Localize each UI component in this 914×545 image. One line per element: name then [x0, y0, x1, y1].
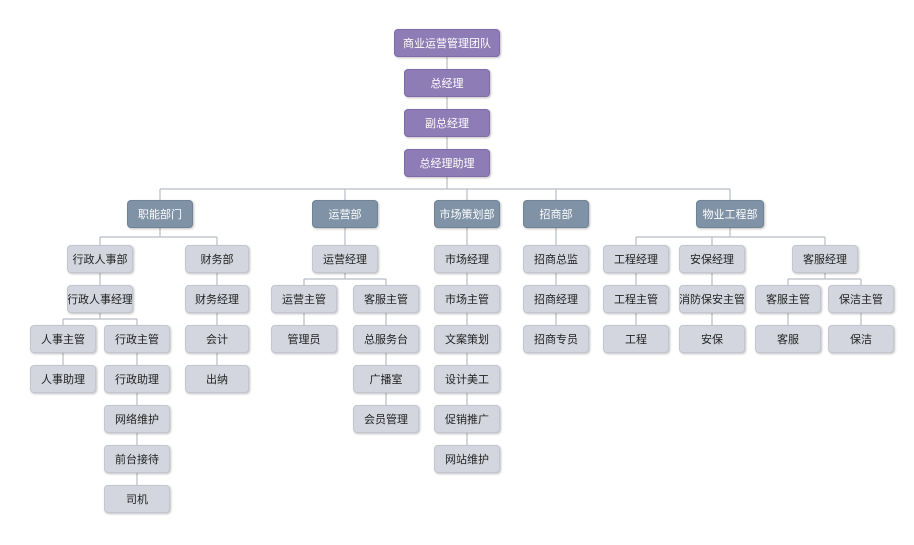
network-maintenance-node: 网络维护	[104, 405, 170, 433]
general-manager-node: 总经理	[404, 69, 490, 97]
ops-cs-supervisor-node: 客服主管	[353, 285, 419, 313]
finance-manager-node: 财务经理	[185, 285, 249, 313]
hr-assistant-node: 人事助理	[30, 365, 96, 393]
team-node: 商业运营管理团队	[394, 29, 500, 57]
engineering-manager-node: 工程经理	[603, 245, 669, 273]
member-management-node: 会员管理	[353, 405, 419, 433]
hr-supervisor-node: 人事主管	[30, 325, 96, 353]
security-node: 安保	[679, 325, 745, 353]
dept-leasing-node: 招商部	[523, 200, 589, 228]
leasing-manager-node: 招商经理	[523, 285, 589, 313]
ops-supervisor-node: 运营主管	[271, 285, 337, 313]
admin-supervisor-node: 行政主管	[104, 325, 170, 353]
dept-property-node: 物业工程部	[696, 200, 764, 228]
reception-node: 前台接待	[104, 445, 170, 473]
dept-operations-node: 运营部	[312, 200, 378, 228]
marketing-supervisor-node: 市场主管	[434, 285, 500, 313]
admin-assistant-node: 行政助理	[104, 365, 170, 393]
administrator-node: 管理员	[271, 325, 337, 353]
customer-service-node: 客服	[755, 325, 821, 353]
cleaning-supervisor-node: 保洁主管	[828, 285, 894, 313]
engineering-node: 工程	[603, 325, 669, 353]
copywriting-node: 文案策划	[434, 325, 500, 353]
security-manager-node: 安保经理	[679, 245, 745, 273]
broadcast-room-node: 广播室	[353, 365, 419, 393]
property-cs-supervisor-node: 客服主管	[755, 285, 821, 313]
gm-assistant-node: 总经理助理	[404, 149, 490, 177]
leasing-director-node: 招商总监	[523, 245, 589, 273]
cs-manager-node: 客服经理	[792, 245, 858, 273]
driver-node: 司机	[104, 485, 170, 513]
fire-security-supervisor-node: 消防保安主管	[679, 285, 745, 313]
marketing-manager-node: 市场经理	[434, 245, 500, 273]
finance-dept-node: 财务部	[185, 245, 249, 273]
dept-marketing-node: 市场策划部	[434, 200, 500, 228]
cleaning-node: 保洁	[828, 325, 894, 353]
cashier-node: 出纳	[185, 365, 249, 393]
hr-dept-node: 行政人事部	[67, 245, 133, 273]
design-node: 设计美工	[434, 365, 500, 393]
ops-manager-node: 运营经理	[312, 245, 378, 273]
promotion-node: 促销推广	[434, 405, 500, 433]
accountant-node: 会计	[185, 325, 249, 353]
service-desk-node: 总服务台	[353, 325, 419, 353]
deputy-general-manager-node: 副总经理	[404, 109, 490, 137]
hr-manager-node: 行政人事经理	[67, 285, 133, 313]
website-maintenance-node: 网站维护	[434, 445, 500, 473]
leasing-specialist-node: 招商专员	[523, 325, 589, 353]
engineering-supervisor-node: 工程主管	[603, 285, 669, 313]
dept-functional-node: 职能部门	[127, 200, 193, 228]
